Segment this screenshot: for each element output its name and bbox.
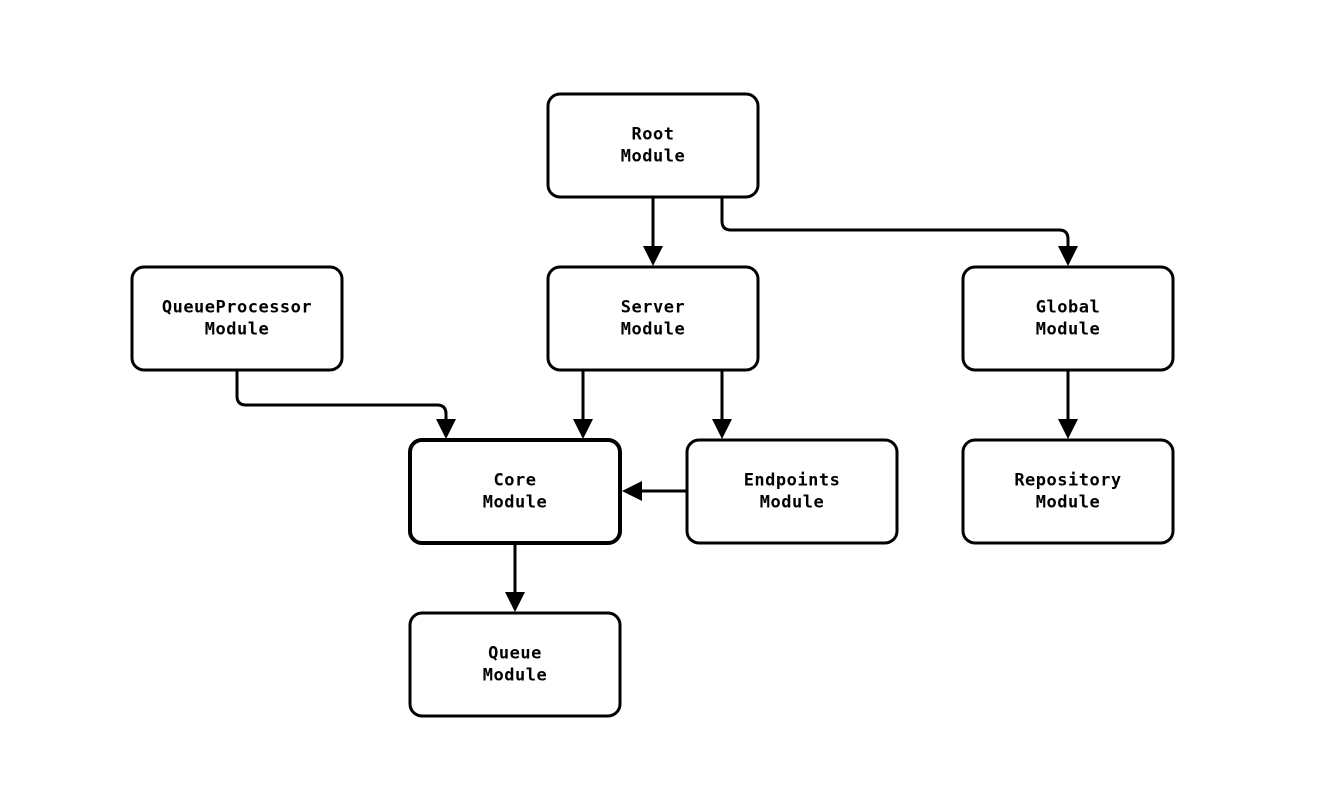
node-box-repository[interactable] (961, 438, 1175, 545)
nodes-layer: RootModuleQueueProcessorModuleServerModu… (130, 92, 1175, 718)
node-box-server[interactable] (546, 265, 760, 372)
node-box-global[interactable] (961, 265, 1175, 372)
edge-root-to-server (643, 197, 663, 266)
node-label-suffix-core: Module (483, 493, 547, 513)
node-label-name-global: Global (1036, 298, 1100, 318)
node-label-suffix-server: Module (621, 320, 685, 340)
edges-layer (235, 197, 1078, 612)
edge-endpoints-to-core (622, 481, 687, 501)
edge-core-to-queue (505, 543, 525, 612)
node-label-suffix-queueprocessor: Module (205, 320, 269, 340)
node-box-core[interactable] (408, 438, 622, 545)
node-label-suffix-global: Module (1036, 320, 1100, 340)
edge-server-to-endpoints (712, 370, 732, 439)
node-box-root[interactable] (546, 92, 760, 199)
node-box-queue[interactable] (408, 611, 622, 718)
arrowhead-icon (573, 419, 593, 439)
node-box-queueprocessor[interactable] (130, 265, 344, 372)
edge-line (235, 370, 448, 425)
node-label-name-root: Root (632, 125, 675, 145)
arrowhead-icon (643, 246, 663, 266)
node-label-suffix-endpoints: Module (760, 493, 824, 513)
arrowhead-icon (712, 419, 732, 439)
arrowhead-icon (622, 481, 642, 501)
arrowhead-icon (1058, 419, 1078, 439)
node-label-name-repository: Repository (1014, 471, 1121, 491)
node-label-name-queueprocessor: QueueProcessor (162, 298, 312, 318)
node-label-suffix-repository: Module (1036, 493, 1100, 513)
node-box-endpoints[interactable] (685, 438, 899, 545)
node-label-name-core: Core (494, 471, 537, 491)
node-label-suffix-root: Module (621, 147, 685, 167)
node-label-name-server: Server (621, 298, 685, 318)
arrowhead-icon (436, 419, 456, 439)
node-label-name-queue: Queue (488, 644, 542, 664)
node-label-suffix-queue: Module (483, 666, 547, 686)
arrowhead-icon (1058, 246, 1078, 266)
edge-line (720, 197, 1070, 252)
node-label-name-endpoints: Endpoints (744, 471, 841, 491)
edge-queueprocessor-to-core (235, 370, 456, 439)
edge-global-to-repository (1058, 370, 1078, 439)
arrowhead-icon (505, 592, 525, 612)
edge-root-to-global (720, 197, 1078, 266)
edge-server-to-core (573, 370, 593, 439)
